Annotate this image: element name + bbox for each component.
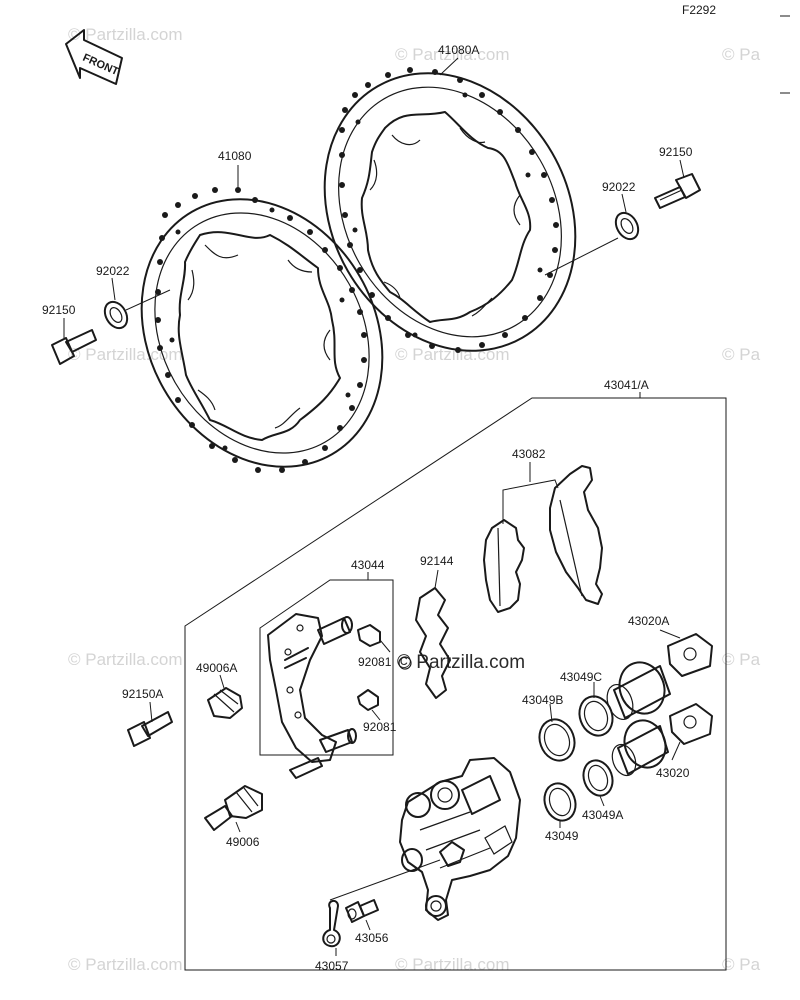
watermark: © Pa bbox=[722, 650, 761, 669]
watermark: © Partzilla.com bbox=[68, 345, 183, 364]
caliper-piston-lower bbox=[611, 719, 669, 777]
brake-pad-rear bbox=[549, 465, 603, 605]
piston-cover-lower bbox=[669, 703, 713, 745]
watermark: © Partzilla.com bbox=[395, 45, 510, 64]
brake-disc-right bbox=[323, 67, 577, 353]
watermark: © Pa bbox=[722, 955, 761, 974]
label-43041A: 43041/A bbox=[604, 378, 649, 392]
label-43049: 43049 bbox=[545, 829, 579, 843]
label-43049B: 43049B bbox=[522, 693, 563, 707]
label-92150-left: 92150 bbox=[42, 303, 76, 317]
figure-code: F2292 bbox=[682, 3, 716, 17]
watermark: © Pa bbox=[722, 45, 761, 64]
front-arrow-label: FRONT bbox=[81, 52, 121, 78]
pad-spring bbox=[415, 587, 451, 699]
label-43049C: 43049C bbox=[560, 670, 602, 684]
bleeder-cap bbox=[322, 900, 341, 948]
label-43020: 43020 bbox=[656, 766, 690, 780]
label-49006A: 49006A bbox=[196, 661, 237, 675]
seal-lower-a bbox=[582, 759, 614, 797]
label-92022-right: 92022 bbox=[602, 180, 636, 194]
washer-right bbox=[614, 211, 640, 241]
seal-upper-c bbox=[578, 695, 614, 737]
label-43057: 43057 bbox=[315, 959, 349, 973]
spring-clip-icon bbox=[398, 656, 412, 670]
label-43082: 43082 bbox=[512, 447, 546, 461]
bleeder-valve bbox=[345, 899, 379, 923]
washer-left bbox=[103, 300, 129, 330]
bracket-group-outline bbox=[259, 579, 394, 756]
caliper-piston-upper bbox=[606, 661, 671, 721]
label-43044: 43044 bbox=[351, 558, 385, 572]
watermark: © Partzilla.com bbox=[68, 650, 183, 669]
label-92081-upper: 92081 bbox=[358, 655, 392, 669]
label-92150-right: 92150 bbox=[659, 145, 693, 159]
label-92081-lower: 92081 bbox=[363, 720, 397, 734]
watermark-dark: © Partzilla.com bbox=[397, 652, 525, 673]
caliper-bracket bbox=[267, 613, 357, 779]
pad-clip-lower bbox=[357, 689, 379, 711]
label-92144: 92144 bbox=[420, 554, 454, 568]
label-41080A: 41080A bbox=[438, 43, 479, 57]
piston-cover-upper bbox=[667, 633, 713, 677]
seal-upper-b bbox=[538, 718, 576, 762]
label-43020A: 43020A bbox=[628, 614, 669, 628]
caliper-assembly-outline bbox=[184, 397, 727, 971]
watermark: © Partzilla.com bbox=[395, 955, 510, 974]
watermark: © Partzilla.com bbox=[68, 955, 183, 974]
pad-clip-upper bbox=[357, 624, 381, 647]
label-43056: 43056 bbox=[355, 931, 389, 945]
brake-disc-left bbox=[140, 187, 384, 473]
label-92150A: 92150A bbox=[122, 687, 163, 701]
caliper-body bbox=[399, 757, 521, 921]
label-41080: 41080 bbox=[218, 149, 252, 163]
caliper-bolt bbox=[127, 711, 173, 747]
label-92022-left: 92022 bbox=[96, 264, 130, 278]
watermark: © Partzilla.com bbox=[68, 25, 183, 44]
pin-boot-lower bbox=[204, 785, 263, 831]
watermark: © Pa bbox=[722, 345, 761, 364]
label-43049A: 43049A bbox=[582, 808, 623, 822]
bolt-left bbox=[51, 329, 97, 365]
pin-boot-upper bbox=[207, 687, 243, 719]
watermark-layer: © Partzilla.com © Partzilla.com © Pa © P… bbox=[68, 25, 761, 974]
label-49006: 49006 bbox=[226, 835, 260, 849]
seal-lower bbox=[543, 782, 577, 822]
brake-pad-front bbox=[483, 519, 525, 613]
bolt-right bbox=[654, 173, 701, 209]
